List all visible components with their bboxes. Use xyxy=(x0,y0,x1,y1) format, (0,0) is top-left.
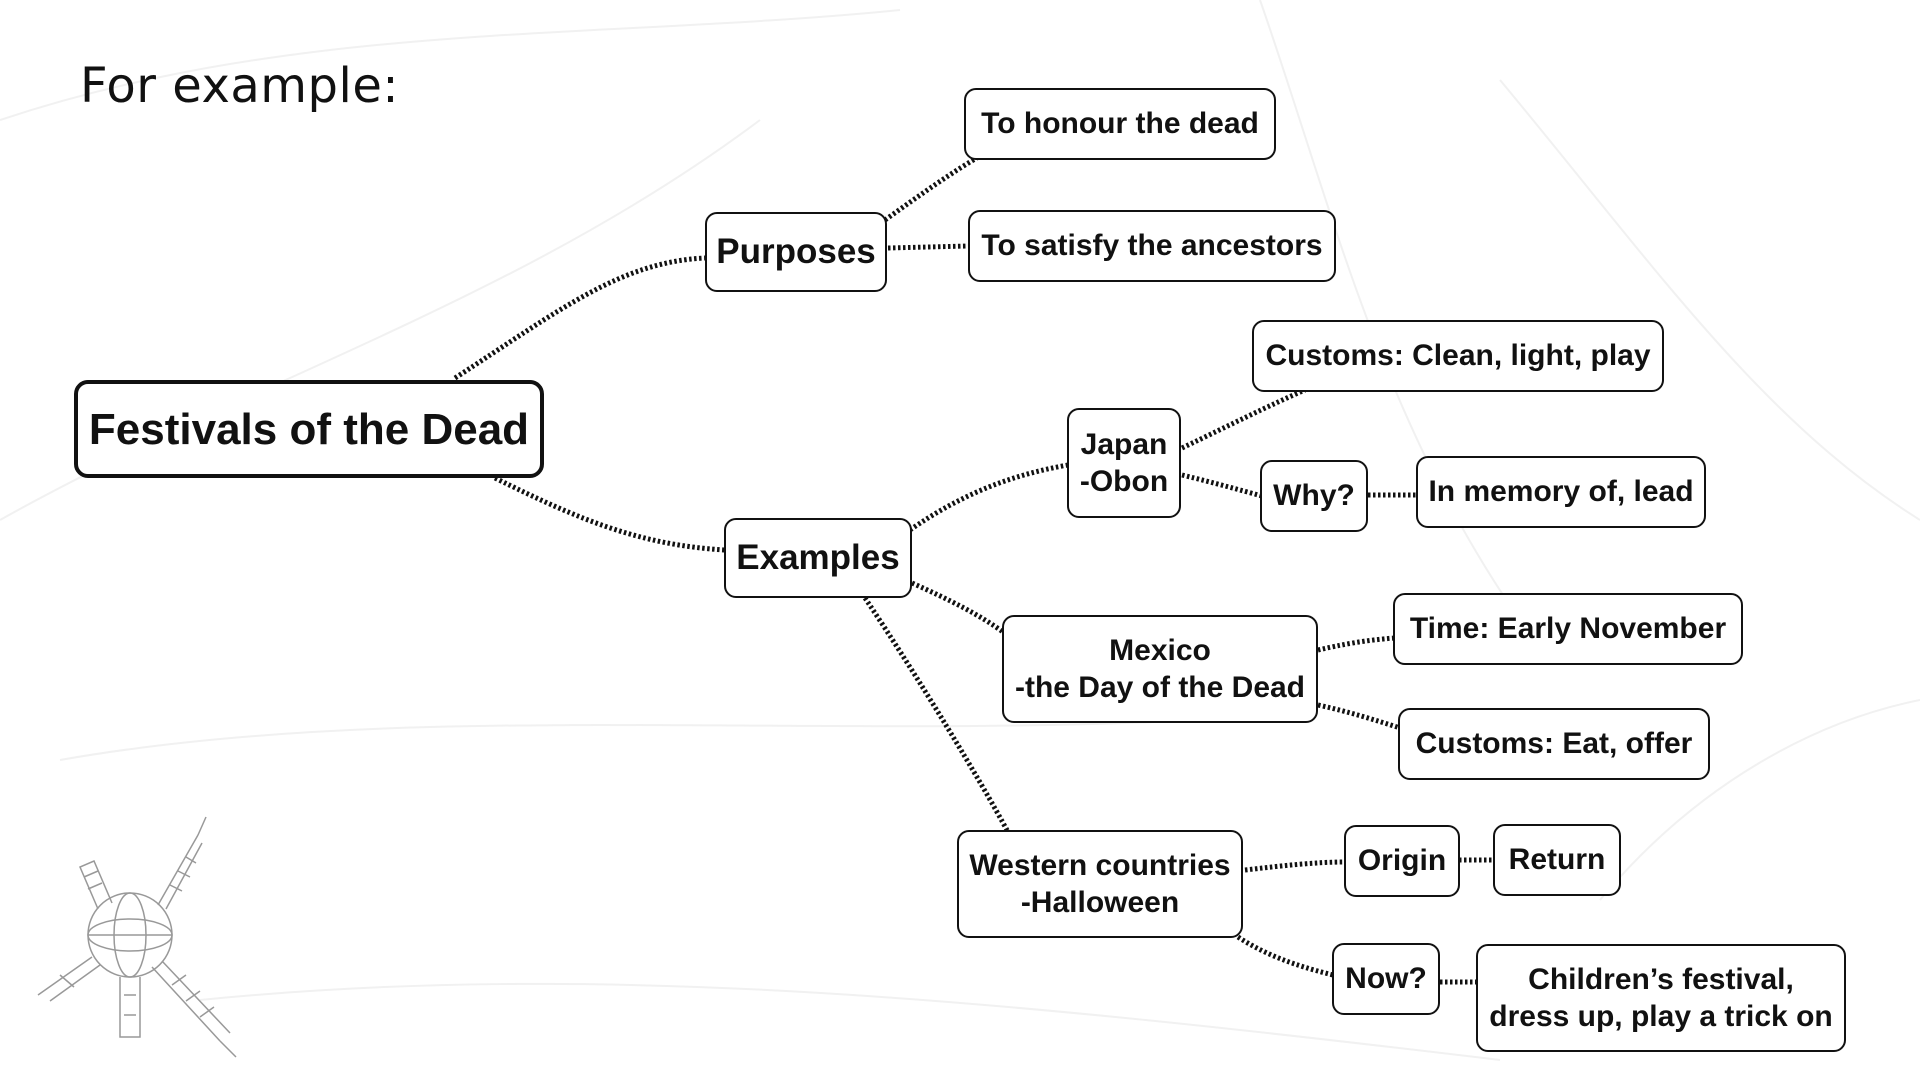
japan-why-answer-node: In memory of, lead xyxy=(1416,456,1706,528)
mexico-customs-node: Customs: Eat, offer xyxy=(1398,708,1710,780)
japan-why-node: Why? xyxy=(1260,460,1368,532)
link-western-origin xyxy=(1244,859,1346,873)
slide-heading: For example: xyxy=(80,58,400,114)
examples-node-label: Examples xyxy=(736,538,900,578)
mexico-line1: Mexico xyxy=(1109,633,1211,667)
japan-line1: Japan xyxy=(1080,427,1168,461)
western-origin-label: Origin xyxy=(1357,844,1447,878)
examples-node: Examples xyxy=(724,518,912,598)
purposes-node: Purposes xyxy=(705,212,887,292)
japan-customs-node: Customs: Clean, light, play xyxy=(1252,320,1664,392)
purpose-honour-label: To honour the dead xyxy=(981,107,1259,141)
root-node-label: Festivals of the Dead xyxy=(88,404,530,454)
japan-customs-label: Customs: Clean, light, play xyxy=(1265,339,1651,373)
purpose-honour-node: To honour the dead xyxy=(964,88,1276,160)
purposes-node-label: Purposes xyxy=(716,232,876,272)
japan-node: Japan -Obon xyxy=(1067,408,1181,518)
western-now-line2: dress up, play a trick on xyxy=(1489,1000,1833,1033)
western-node: Western countries -Halloween xyxy=(957,830,1243,938)
link-mexico-time xyxy=(1317,635,1396,653)
western-origin-node: Origin xyxy=(1344,825,1460,897)
link-mexico-customs xyxy=(1317,702,1401,731)
western-now-line1: Children’s festival, xyxy=(1528,962,1794,996)
link-root-examples xyxy=(493,475,726,553)
western-now-label: Now? xyxy=(1345,962,1427,996)
mexico-time-node: Time: Early November xyxy=(1393,593,1743,665)
link-examples-mexico xyxy=(910,580,1005,635)
western-origin-answer-label: Return xyxy=(1508,843,1606,877)
root-node: Festivals of the Dead xyxy=(74,380,544,478)
purpose-satisfy-label: To satisfy the ancestors xyxy=(981,229,1323,263)
japan-why-answer-label: In memory of, lead xyxy=(1428,475,1694,509)
globe-landmarks-illustration xyxy=(37,816,237,1058)
japan-why-label: Why? xyxy=(1273,479,1355,513)
link-japan-why xyxy=(1181,472,1263,499)
link-root-purposes xyxy=(453,255,706,381)
mexico-node: Mexico -the Day of the Dead xyxy=(1002,615,1318,723)
link-purposes-honour xyxy=(883,152,984,223)
japan-line2: -Obon xyxy=(1079,465,1169,498)
mexico-customs-label: Customs: Eat, offer xyxy=(1415,727,1693,761)
western-origin-answer-node: Return xyxy=(1493,824,1621,896)
link-examples-japan xyxy=(908,462,1069,533)
mexico-line2: -the Day of the Dead xyxy=(1014,671,1306,704)
western-line2: -Halloween xyxy=(1020,886,1180,919)
mexico-time-label: Time: Early November xyxy=(1409,612,1727,646)
western-now-answer-node: Children’s festival, dress up, play a tr… xyxy=(1476,944,1846,1052)
purpose-satisfy-node: To satisfy the ancestors xyxy=(968,210,1336,282)
link-japan-customs xyxy=(1180,387,1306,451)
link-examples-western xyxy=(862,596,1011,834)
western-now-node: Now? xyxy=(1332,943,1440,1015)
link-purposes-satisfy xyxy=(887,243,969,251)
western-line1: Western countries xyxy=(969,848,1231,882)
link-western-now xyxy=(1236,934,1334,978)
